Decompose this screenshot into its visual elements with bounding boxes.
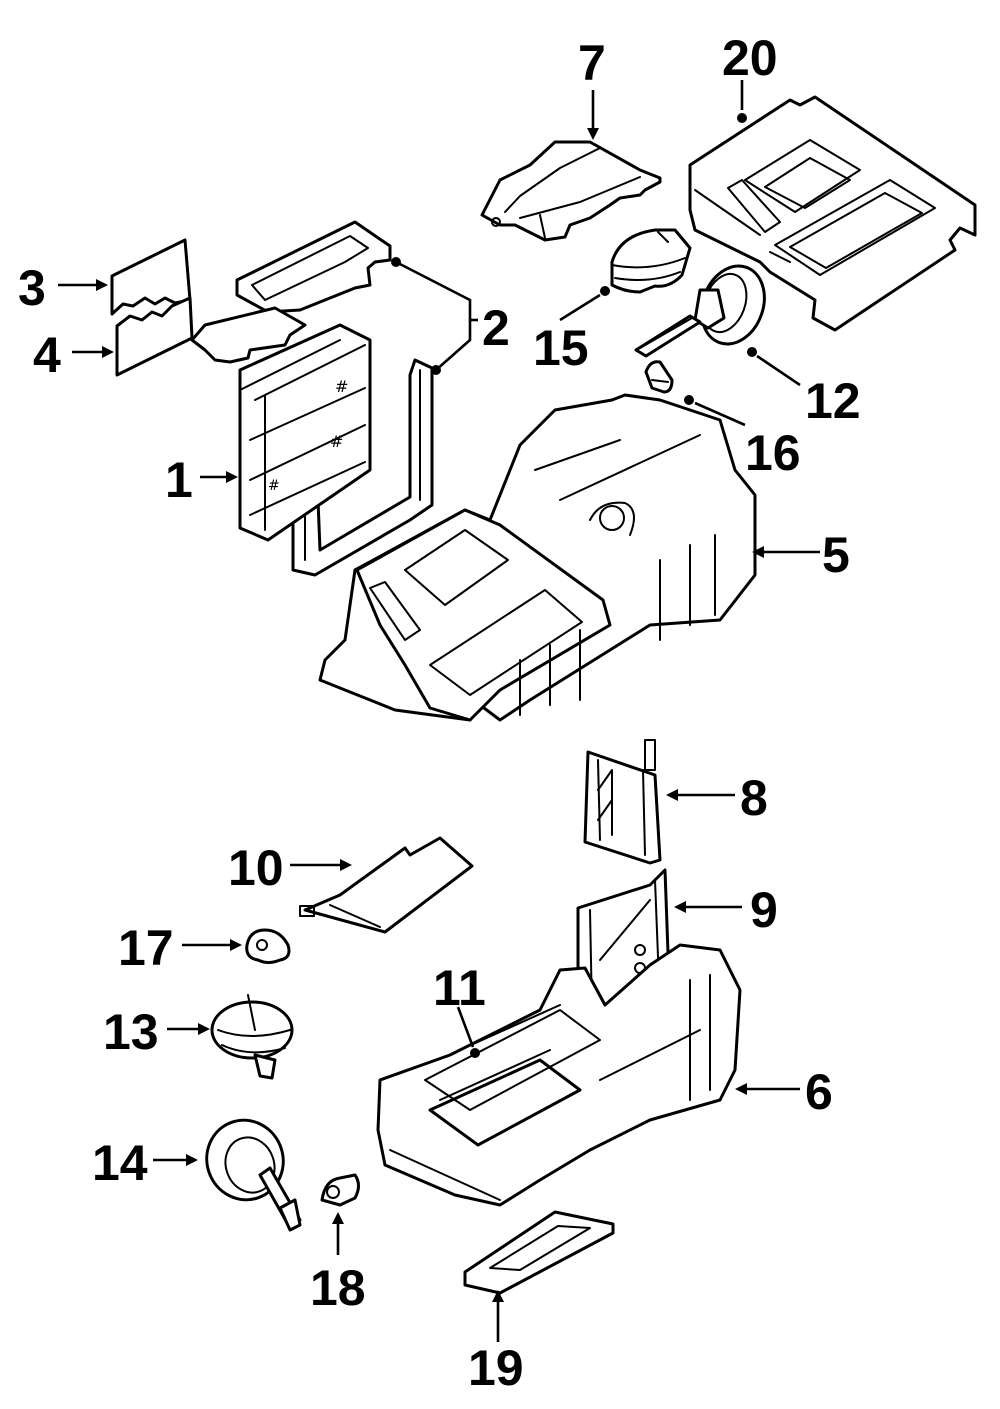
part-6-lower-case — [376, 943, 742, 1207]
svg-text:#: # — [335, 377, 348, 396]
callout-1: 1 — [165, 452, 193, 508]
arrow-14 — [186, 1154, 198, 1166]
leader-12 — [756, 354, 801, 387]
part-8-door-assembly — [583, 739, 662, 865]
arrow-8 — [666, 789, 678, 801]
callout-14: 14 — [92, 1135, 148, 1191]
arrow-19 — [492, 1290, 504, 1302]
arrow-10 — [340, 859, 352, 871]
part-1-heater-core: # # # — [190, 306, 372, 542]
callout-7: 7 — [578, 35, 606, 91]
callout-15: 15 — [533, 320, 589, 376]
callout-12: 12 — [805, 373, 861, 429]
part-16-clip — [644, 360, 674, 394]
arrow-13 — [198, 1023, 210, 1035]
leader-15 — [559, 293, 601, 322]
arrow-9 — [674, 901, 686, 913]
arrow-6 — [735, 1083, 747, 1095]
part-7-upper-housing — [480, 140, 662, 242]
part-17-switch — [245, 928, 291, 964]
part-20-upper-case-cover — [688, 95, 977, 332]
callout-19: 19 — [468, 1340, 524, 1396]
arrow-18 — [332, 1212, 344, 1224]
arrow-5 — [752, 546, 764, 558]
part-19-seal — [463, 1210, 615, 1295]
arrow-7 — [587, 128, 599, 140]
callout-16: 16 — [745, 425, 801, 481]
svg-text:#: # — [330, 432, 343, 451]
arrow-3 — [96, 279, 108, 291]
callout-9: 9 — [750, 882, 778, 938]
callout-8: 8 — [740, 770, 768, 826]
callout-3: 3 — [18, 260, 46, 316]
arrow-4 — [102, 346, 114, 358]
part-18-sensor — [320, 1173, 360, 1207]
part-10-mode-door — [299, 836, 474, 934]
arrow-17 — [230, 939, 242, 951]
arrow-1 — [226, 471, 238, 483]
callout-4: 4 — [33, 327, 61, 383]
callout-labels: 1 2 3 4 5 6 7 8 9 10 11 12 13 14 15 16 1… — [18, 30, 861, 1396]
leader-2 — [395, 260, 472, 371]
callout-18: 18 — [310, 1260, 366, 1316]
part-13-vacuum-actuator — [210, 994, 294, 1080]
part-12-vacuum-actuator — [634, 264, 766, 358]
leader-lines — [58, 80, 820, 1342]
part-15-actuator-cover — [610, 228, 692, 294]
callout-10: 10 — [228, 840, 284, 896]
part-4-seal — [115, 296, 194, 377]
part-3-seal — [110, 238, 192, 316]
callout-6: 6 — [805, 1064, 833, 1120]
part-14-vacuum-actuator — [205, 1118, 302, 1232]
part-11-filter — [424, 1009, 601, 1111]
leader-11 — [456, 1006, 475, 1048]
leader-16 — [694, 401, 746, 427]
callout-13: 13 — [103, 1004, 159, 1060]
svg-text:#: # — [268, 478, 280, 494]
callout-5: 5 — [822, 527, 850, 583]
part-5-hvac-case — [318, 393, 757, 722]
callout-20: 20 — [722, 30, 778, 86]
callout-17: 17 — [118, 920, 174, 976]
callout-11: 11 — [433, 960, 486, 1016]
part-2-duct-seal-upper — [235, 220, 392, 314]
callout-2: 2 — [482, 300, 510, 356]
